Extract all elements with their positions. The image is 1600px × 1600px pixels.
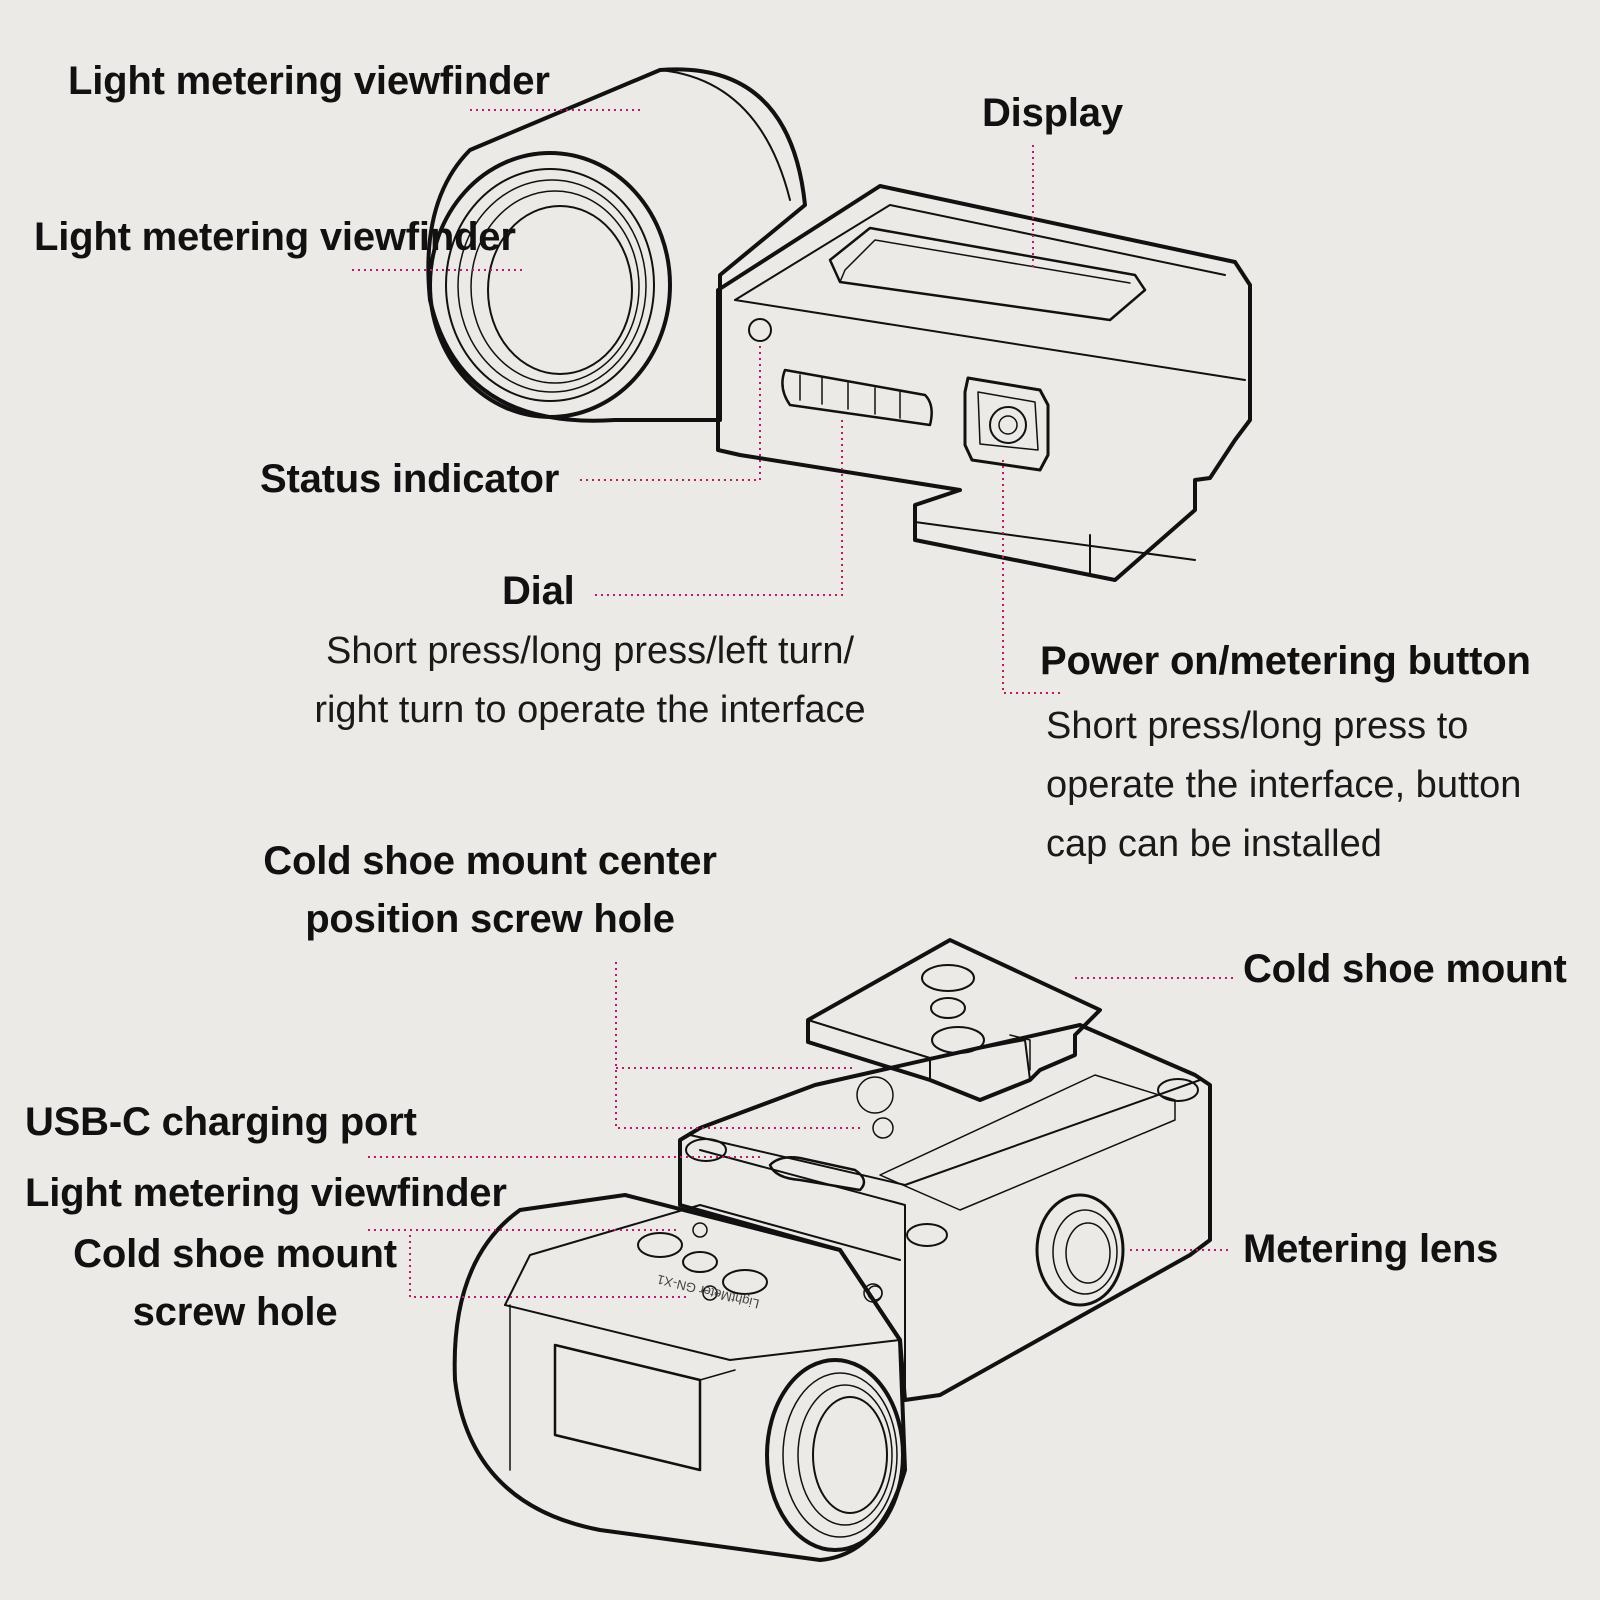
cold-shoe-screw-hole-label: Cold shoe mount screw hole bbox=[55, 1225, 415, 1341]
viewfinder-top-label: Light metering viewfinder bbox=[68, 59, 550, 103]
center-screw-line: Cold shoe mount center bbox=[263, 839, 717, 883]
center-screw-hole-label: Cold shoe mount center position screw ho… bbox=[240, 832, 740, 948]
device-bottom-view-drawing: LightMeter GN-X1 bbox=[452, 938, 1212, 1562]
metering-lens-label: Metering lens bbox=[1243, 1227, 1499, 1271]
display-label: Display bbox=[982, 91, 1123, 135]
status-indicator-label: Status indicator bbox=[260, 457, 560, 501]
dial-description: Short press/long press/left turn/ right … bbox=[270, 622, 910, 740]
screw-hole-line: screw hole bbox=[132, 1290, 338, 1334]
brand-engraving: LightMeter GN-X1 bbox=[655, 1272, 760, 1312]
viewfinder-bottom-label: Light metering viewfinder bbox=[25, 1171, 507, 1215]
cold-shoe-mount-label: Cold shoe mount bbox=[1243, 947, 1567, 991]
power-desc-line: cap can be installed bbox=[1046, 823, 1382, 865]
viewfinder-mid-label: Light metering viewfinder bbox=[34, 215, 516, 259]
dial-desc-line: right turn to operate the interface bbox=[314, 689, 866, 731]
power-button-label: Power on/metering button bbox=[1040, 639, 1531, 683]
dial-desc-line: Short press/long press/left turn/ bbox=[325, 630, 855, 672]
usb-c-port-label: USB-C charging port bbox=[25, 1100, 417, 1144]
power-desc-line: Short press/long press to bbox=[1046, 705, 1469, 747]
dial-label: Dial bbox=[502, 569, 575, 613]
device-top-view-drawing bbox=[426, 67, 1252, 582]
power-button-description: Short press/long press to operate the in… bbox=[1046, 697, 1521, 874]
leader-lines bbox=[352, 109, 1235, 1298]
power-desc-line: operate the interface, button bbox=[1046, 764, 1522, 806]
screw-hole-line: Cold shoe mount bbox=[73, 1232, 397, 1276]
center-screw-line: position screw hole bbox=[305, 897, 675, 941]
